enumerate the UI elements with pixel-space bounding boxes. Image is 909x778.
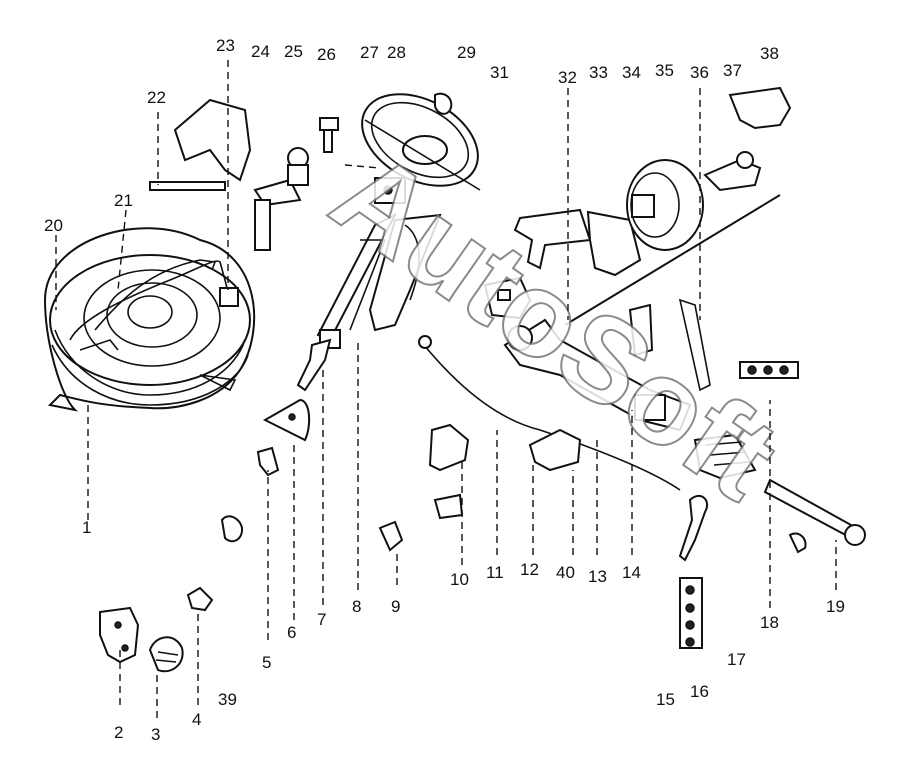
callout-24: 24 — [251, 42, 270, 61]
callout-7: 7 — [317, 610, 326, 629]
universal-joint — [296, 338, 332, 392]
callout-36: 36 — [690, 63, 709, 82]
callout-16: 16 — [690, 682, 709, 701]
callout-labels: 1 2 3 4 5 6 7 8 9 10 11 12 40 13 14 15 1… — [44, 36, 845, 744]
flow-valve — [528, 428, 582, 472]
callout-21: 21 — [114, 191, 133, 210]
callout-15: 15 — [656, 690, 675, 709]
callout-11: 11 — [486, 563, 504, 582]
callout-12: 12 — [520, 560, 539, 579]
callout-23: 23 — [216, 36, 235, 55]
callout-5: 5 — [262, 653, 271, 672]
callout-3: 3 — [151, 725, 160, 744]
callout-40: 40 — [556, 563, 575, 582]
callout-20: 20 — [44, 216, 63, 235]
callout-19: 19 — [826, 597, 845, 616]
lower-column-shroud — [149, 98, 252, 191]
callout-14: 14 — [622, 563, 641, 582]
callout-4: 4 — [192, 710, 201, 729]
mounting-bracket — [99, 606, 140, 664]
small-bracket — [256, 446, 280, 477]
callout-10: 10 — [450, 570, 469, 589]
steering-wheel-hub — [374, 177, 406, 204]
callout-27: 27 — [360, 43, 379, 62]
cross-rod — [564, 194, 781, 326]
callout-18: 18 — [760, 613, 779, 632]
clamp-plate — [186, 586, 214, 612]
callout-34: 34 — [622, 63, 641, 82]
nut-set — [739, 361, 799, 379]
seal-plate — [262, 398, 311, 442]
steering-rack — [503, 318, 692, 432]
steering-column — [316, 212, 442, 349]
callout-31: 31 — [490, 63, 509, 82]
valve-bracket — [428, 423, 470, 520]
callout-2: 2 — [114, 723, 123, 742]
hose-fitting — [378, 520, 404, 552]
callout-13: 13 — [588, 567, 607, 586]
clutch-cable — [628, 303, 654, 357]
callout-1: 1 — [82, 518, 91, 537]
fluid-reservoir — [728, 86, 792, 130]
spare-wheel-assembly — [43, 227, 256, 412]
steering-wheel — [361, 92, 481, 191]
tie-rod-end — [763, 478, 866, 554]
rubber-mount — [148, 636, 184, 673]
banjo-fitting — [678, 494, 709, 562]
callout-37: 37 — [723, 61, 742, 80]
callout-22: 22 — [147, 88, 166, 107]
washer-kit — [679, 577, 703, 649]
pedal-arm — [678, 298, 711, 392]
wheel-retaining-rod — [69, 260, 239, 341]
leader-lines — [55, 60, 837, 718]
callout-38: 38 — [760, 44, 779, 63]
callout-28: 28 — [387, 43, 406, 62]
pedal-bracket — [513, 208, 642, 277]
ignition-lock — [483, 276, 532, 320]
callout-39: 39 — [218, 690, 237, 709]
callout-26: 26 — [317, 45, 336, 64]
callout-33: 33 — [589, 63, 608, 82]
callout-8: 8 — [352, 597, 361, 616]
callout-6: 6 — [287, 623, 296, 642]
callout-9: 9 — [391, 597, 400, 616]
callout-29: 29 — [457, 43, 476, 62]
rack-boot — [693, 433, 757, 480]
master-cylinder — [703, 151, 762, 192]
callout-32: 32 — [558, 68, 577, 87]
brake-booster — [626, 159, 704, 251]
pressure-line — [418, 335, 681, 491]
callout-35: 35 — [655, 61, 674, 80]
rubber-bushing — [220, 515, 244, 543]
callout-17: 17 — [727, 650, 746, 669]
callout-25: 25 — [284, 42, 303, 61]
fastening-bolt — [319, 117, 339, 153]
steering-shaft-lower — [253, 147, 309, 251]
